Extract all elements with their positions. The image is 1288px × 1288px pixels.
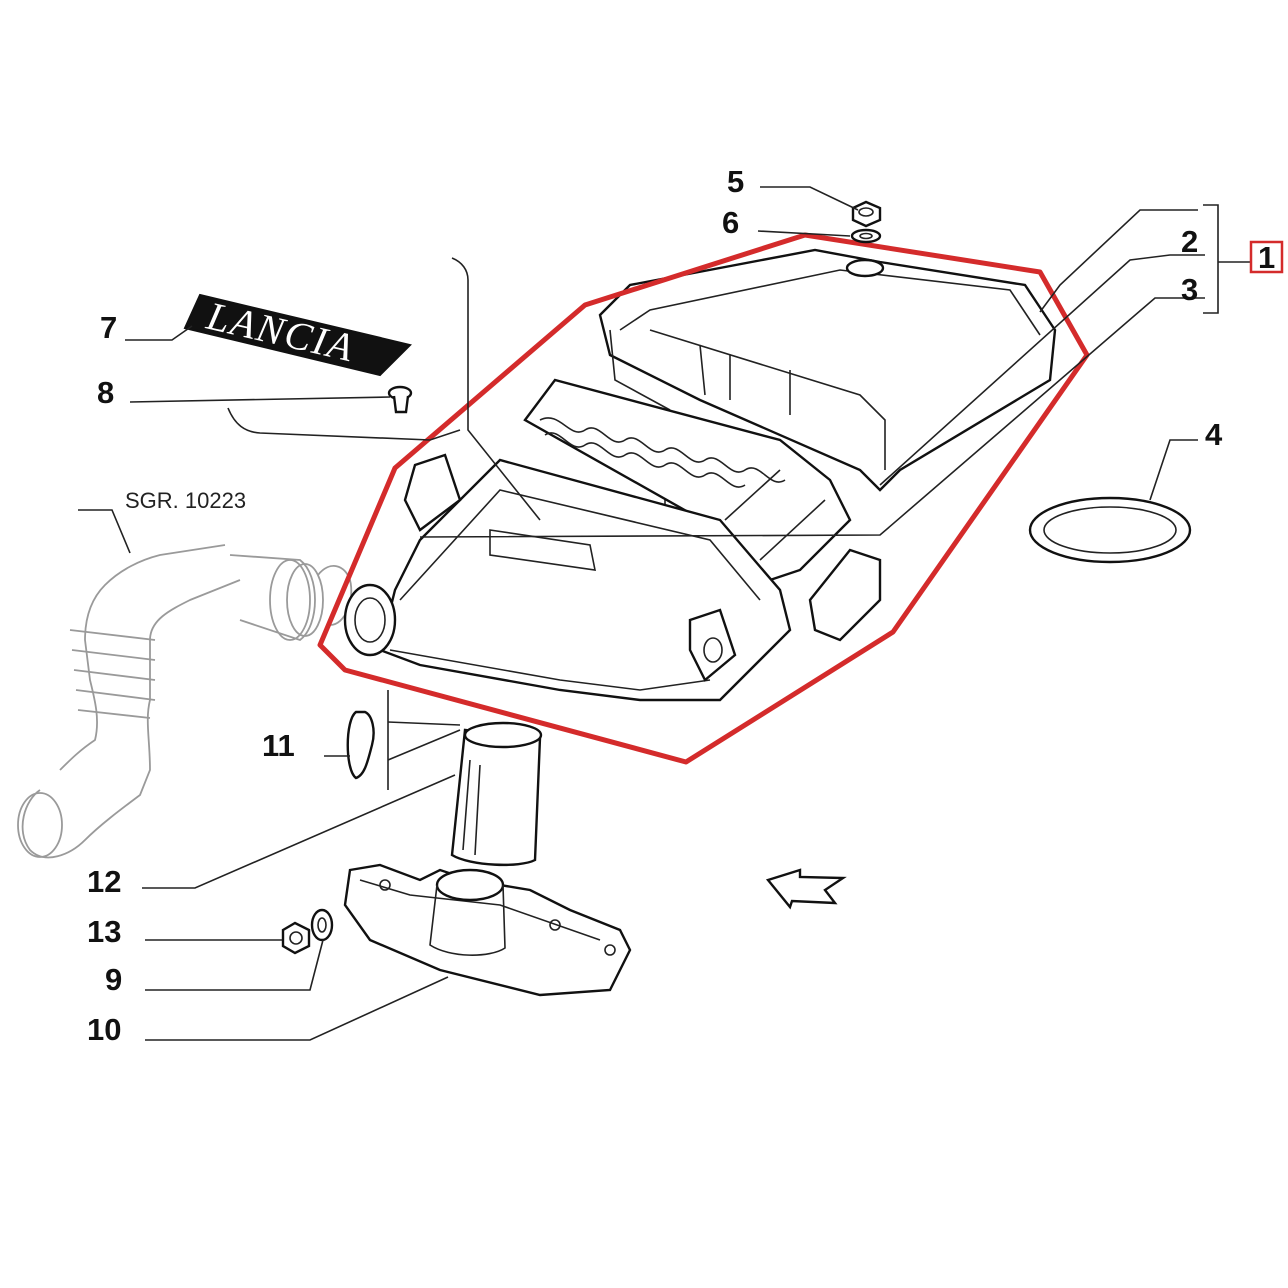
rubber-sleeve-part — [450, 721, 543, 867]
callout-11: 11 — [262, 728, 295, 763]
callout-9: 9 — [105, 962, 122, 997]
callout-3: 3 — [1181, 272, 1198, 307]
callout-13: 13 — [87, 914, 121, 949]
callout-5: 5 — [727, 164, 744, 199]
callout-12: 12 — [87, 864, 121, 899]
callout-7: 7 — [100, 310, 117, 345]
filter-lower-box — [378, 458, 792, 702]
callout-6: 6 — [722, 205, 739, 240]
leader-lines — [78, 186, 1250, 1041]
lancia-badge-part: LANCIA — [183, 293, 412, 377]
nut-and-washer-top — [850, 200, 882, 244]
reference-group-label: SGR. 10223 — [125, 488, 246, 513]
nut-and-washer-bottom — [281, 908, 334, 955]
seal-ring-part — [1028, 496, 1192, 564]
callout-8: 8 — [97, 375, 114, 410]
selected-callout-box — [1249, 240, 1284, 274]
callout-1: 1 — [1258, 240, 1275, 275]
intake-hose-reference-part — [17, 544, 353, 859]
mounting-bracket-part — [343, 863, 632, 997]
callout-4: 4 — [1205, 417, 1223, 452]
hose-clip-part — [346, 690, 389, 790]
direction-arrow-icon — [765, 868, 847, 910]
callout-2: 2 — [1181, 224, 1198, 259]
screw-part — [387, 385, 413, 414]
callout-10: 10 — [87, 1012, 121, 1047]
kit-highlight-outline — [317, 232, 1090, 765]
lancia-logo-text: LANCIA — [202, 293, 359, 371]
